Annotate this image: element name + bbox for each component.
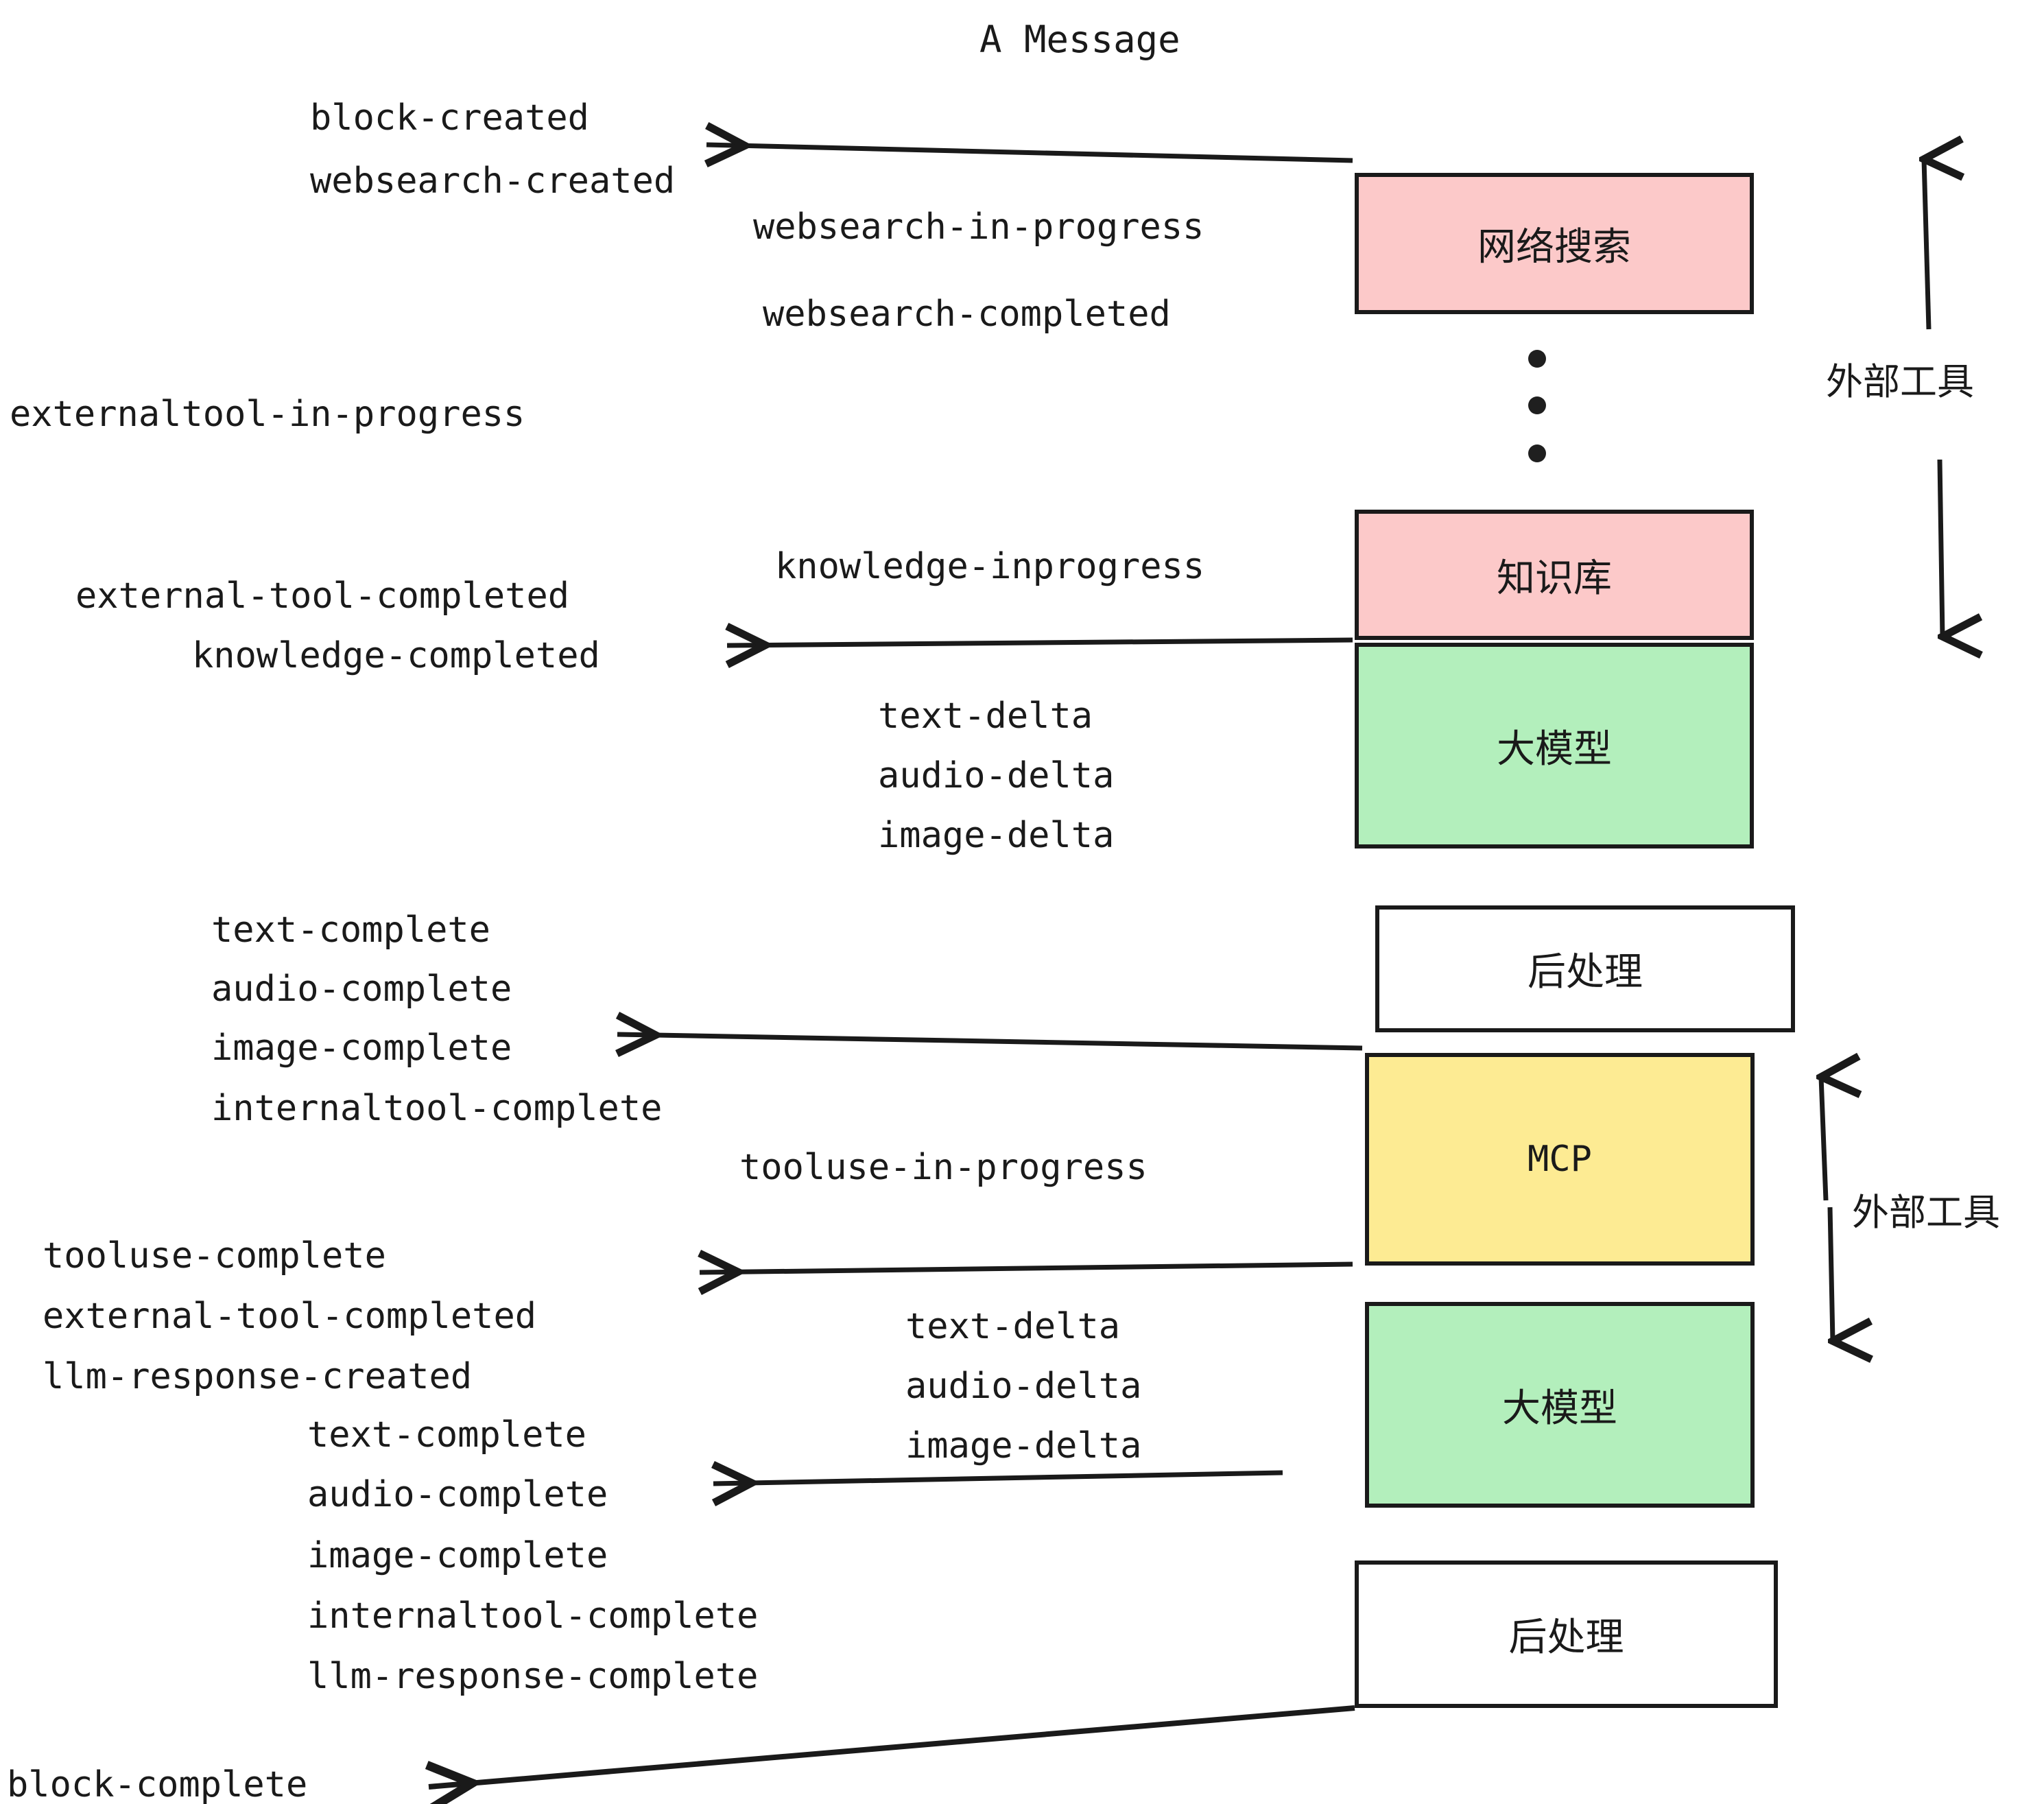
node-label: 大模型 (1502, 1386, 1617, 1431)
event-block-complete: block-complete (7, 1764, 308, 1804)
arrow-websearch-to-blockcreated (706, 145, 1353, 161)
arrow-postprocess-to-blockcomplete (429, 1705, 1355, 1787)
event-audio-complete-1: audio-complete (211, 969, 512, 1010)
event-externaltool-in-progress: externaltool-in-progress (10, 394, 525, 435)
event-image-delta-1: image-delta (878, 815, 1115, 856)
event-tooluse-complete: tooluse-complete (43, 1235, 386, 1277)
event-knowledge-inprogress: knowledge-inprogress (775, 546, 1205, 587)
event-websearch-in-progress: websearch-in-progress (753, 206, 1204, 248)
ellipsis-dot (1528, 444, 1546, 462)
arrow-llm1-to-knowledgecompleted (727, 640, 1353, 645)
node-llm-first: 大模型 (1355, 643, 1754, 848)
node-mcp: MCP (1365, 1053, 1755, 1266)
event-text-delta-1: text-delta (878, 696, 1093, 737)
node-label: 后处理 (1508, 1615, 1624, 1660)
event-image-complete-1: image-complete (211, 1028, 512, 1069)
node-web-search: 网络搜索 (1355, 173, 1754, 314)
event-external-tool-completed-1: external-tool-completed (75, 575, 570, 617)
event-audio-delta-1: audio-delta (878, 755, 1115, 796)
node-label: 后处理 (1528, 950, 1643, 995)
event-internaltool-complete-2: internaltool-complete (307, 1595, 759, 1637)
node-knowledge-base: 知识库 (1355, 510, 1754, 640)
event-block-created: block-created (310, 97, 589, 139)
event-websearch-completed: websearch-completed (763, 294, 1171, 335)
event-llm-response-complete: llm-response-complete (307, 1656, 759, 1697)
arrow-mcp-to-toolusecomplete (700, 1264, 1353, 1272)
node-label: 大模型 (1497, 726, 1612, 772)
event-audio-complete-2: audio-complete (307, 1474, 608, 1515)
ellipsis-dot (1528, 396, 1546, 414)
arrow-llm2-to-audiocomplete (713, 1473, 1283, 1484)
event-text-delta-2: text-delta (905, 1306, 1121, 1347)
event-tooluse-in-progress: tooluse-in-progress (739, 1147, 1148, 1188)
node-label: MCP (1528, 1139, 1592, 1180)
node-postprocess-second: 后处理 (1355, 1560, 1778, 1708)
ellipsis-dot (1528, 350, 1546, 368)
event-image-complete-2: image-complete (307, 1535, 608, 1576)
event-llm-response-created: llm-response-created (43, 1356, 473, 1397)
event-internaltool-complete-1: internaltool-complete (211, 1088, 663, 1129)
arrow-external-tool-up-2 (1821, 1077, 1826, 1201)
arrow-mcp-to-imagecomplete (617, 1034, 1363, 1048)
arrow-external-tool-up-1 (1924, 159, 1929, 330)
node-llm-second: 大模型 (1365, 1302, 1755, 1508)
group-label-external-tool-2: 外部工具 (1852, 1191, 2000, 1234)
group-label-external-tool-1: 外部工具 (1826, 360, 1974, 403)
event-image-delta-2: image-delta (905, 1425, 1142, 1467)
arrow-external-tool-down-2 (1830, 1207, 1833, 1341)
event-external-tool-completed-2: external-tool-completed (43, 1296, 537, 1337)
node-label: 知识库 (1497, 556, 1612, 601)
event-audio-delta-2: audio-delta (905, 1366, 1142, 1407)
event-knowledge-completed: knowledge-completed (192, 635, 600, 676)
event-text-complete-2: text-complete (307, 1414, 586, 1456)
diagram-title: A Message (979, 18, 1180, 61)
node-label: 网络搜索 (1477, 224, 1631, 270)
event-websearch-created: websearch-created (310, 161, 676, 202)
arrow-external-tool-down-1 (1940, 459, 1942, 637)
event-text-complete-1: text-complete (211, 910, 490, 951)
node-postprocess-first: 后处理 (1375, 905, 1795, 1032)
